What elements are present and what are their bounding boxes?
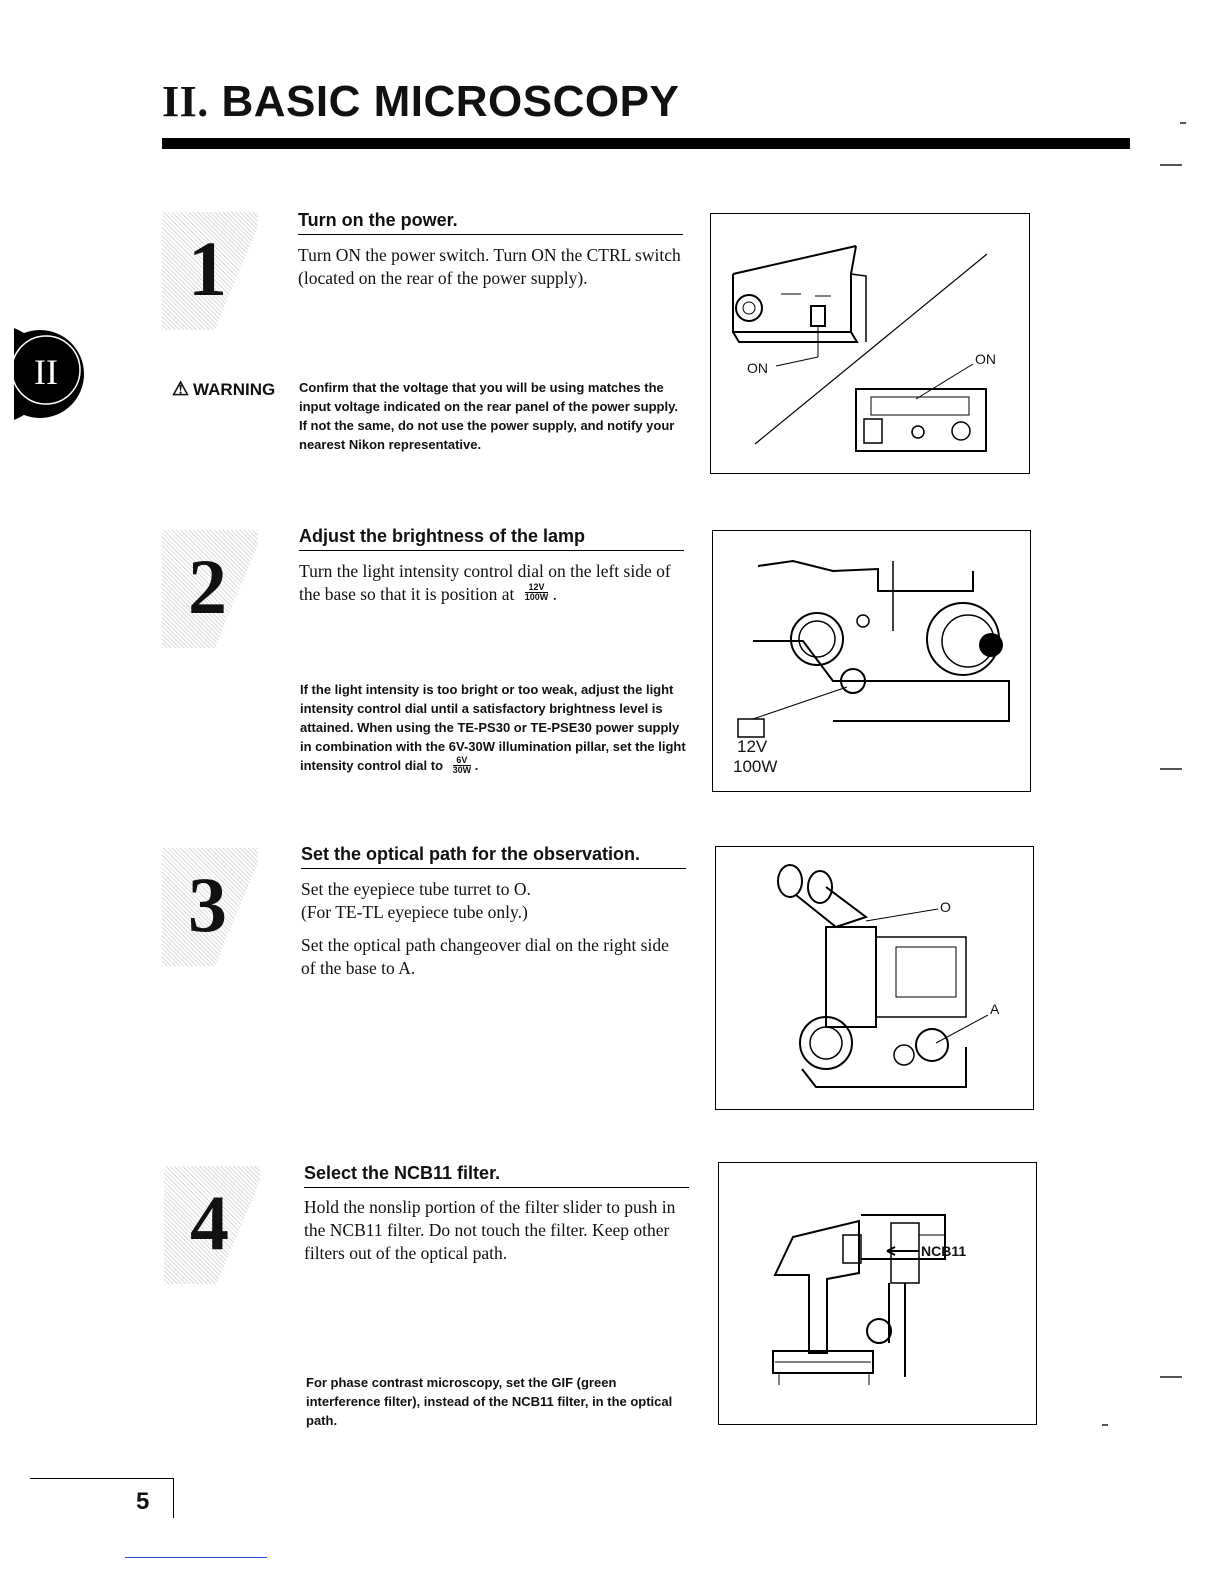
dial-position-symbol: 12V 100W — [524, 582, 549, 602]
step-3-body-1b: (For TE-TL eyepiece tube only.) — [301, 902, 528, 922]
footer-link-line — [125, 1557, 267, 1558]
edge-mark — [1160, 164, 1182, 166]
page-title: II. BASIC MICROSCOPY — [162, 76, 679, 127]
title-rule — [162, 138, 1130, 149]
step-2-note: If the light intensity is too bright or … — [300, 682, 686, 775]
step-2-heading: Adjust the brightness of the lamp — [299, 526, 684, 551]
step-3-heading: Set the optical path for the observation… — [301, 844, 686, 869]
warning-label: ⚠WARNING — [172, 379, 276, 400]
figure-label-rear-on: ON — [975, 351, 996, 367]
step-number-1: 1 — [162, 212, 258, 330]
footer-tick — [173, 1478, 174, 1518]
chapter-tab: II — [0, 320, 96, 428]
page-number: 5 — [136, 1488, 150, 1515]
figure-label-front-on: ON — [747, 360, 768, 376]
edge-mark — [1102, 1424, 1108, 1426]
step-number-2: 2 — [162, 530, 258, 648]
figure-label-turret: O — [940, 899, 951, 915]
step-4-heading: Select the NCB11 filter. — [304, 1163, 689, 1188]
edge-mark — [1160, 768, 1182, 770]
warning-text: Confirm that the voltage that you will b… — [299, 380, 678, 452]
figure-label-voltage: 12V — [737, 737, 768, 756]
warning-icon: ⚠ — [172, 379, 190, 400]
step-2-body: Turn the light intensity control dial on… — [299, 561, 671, 604]
step-number-4: 4 — [164, 1166, 260, 1284]
title-numeral: II. — [162, 77, 209, 126]
step-1-body: Turn ON the power switch. Turn ON the CT… — [298, 245, 681, 288]
filter-slider-figure: NCB11 — [718, 1162, 1037, 1425]
figure-label-filter: NCB11 — [921, 1243, 967, 1259]
brightness-dial-figure: 12V 100W — [712, 530, 1031, 792]
optical-path-figure: O A — [715, 846, 1034, 1110]
step-3-body-1: Set the eyepiece tube turret to O. — [301, 879, 531, 899]
edge-mark — [1160, 1376, 1182, 1378]
chapter-tab-label: II — [34, 352, 58, 392]
step-3-body-2: Set the optical path changeover dial on … — [301, 935, 669, 978]
step-number-3: 3 — [162, 848, 258, 966]
figure-label-wattage: 100W — [733, 757, 778, 776]
footer-rule — [30, 1478, 173, 1479]
edge-mark — [1180, 122, 1186, 124]
step-4-body: Hold the nonslip portion of the filter s… — [304, 1197, 676, 1263]
title-text: BASIC MICROSCOPY — [221, 77, 680, 126]
note-dial-symbol: 6V 30W — [452, 755, 472, 775]
step-1-heading: Turn on the power. — [298, 210, 683, 235]
power-supply-figure: ON ON — [710, 213, 1030, 474]
step-4-note: For phase contrast microscopy, set the G… — [306, 1375, 673, 1428]
figure-label-dial: A — [990, 1001, 1000, 1017]
